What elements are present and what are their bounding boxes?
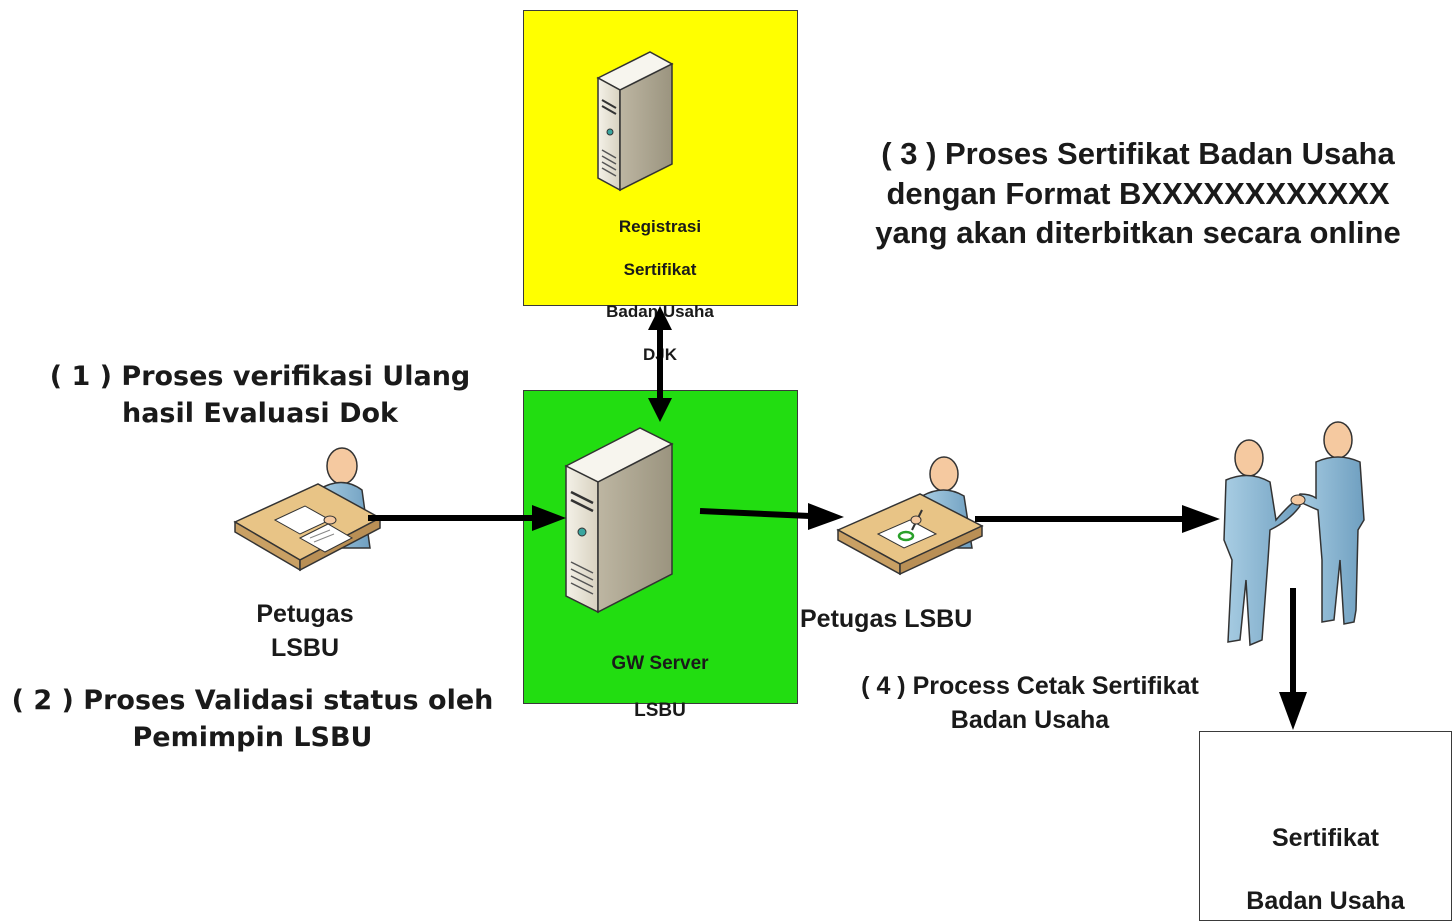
certificate-box-label: Sertifikat Badan Usaha (1246, 824, 1405, 915)
step-3-label: ( 3 ) Proses Sertifikat Badan Usaha deng… (875, 136, 1401, 251)
djk-server-icon (596, 51, 674, 192)
arrows (368, 306, 1307, 730)
arrow-gateway-to-petugas (699, 508, 811, 519)
officer-at-desk-icon (233, 447, 382, 572)
arrowhead-down (648, 398, 672, 422)
officer-signing-icon (836, 456, 984, 576)
petugas-left-label: Petugas LSBU (256, 600, 354, 662)
handshake-icon (1223, 421, 1365, 647)
step-2-label: ( 2 ) Proses Validasi status oleh Pemimp… (11, 685, 494, 754)
arrowhead-up (648, 306, 672, 330)
certificate-box (1199, 731, 1452, 921)
gateway-box-label: GW Server LSBU (611, 652, 709, 722)
step-1-label: ( 1 ) Proses verifikasi Ulang hasil Eval… (49, 361, 471, 430)
gateway-server-icon (564, 427, 674, 614)
petugas-right-label: Petugas LSBU (800, 605, 973, 633)
step-4-label: ( 4 ) Process Cetak Sertifikat Badan Usa… (861, 672, 1199, 734)
djk-box-label: Registrasi Sertifikat Badan Usaha DJK (606, 217, 714, 364)
